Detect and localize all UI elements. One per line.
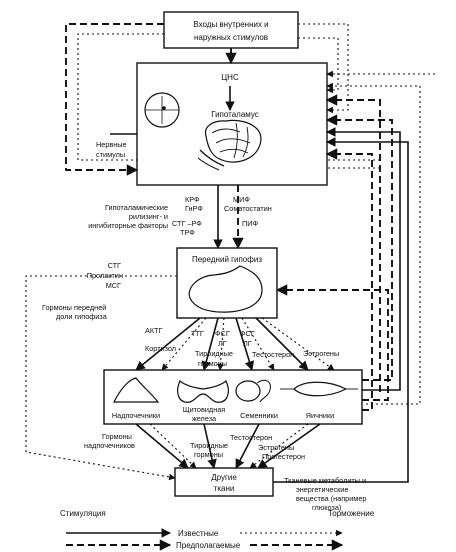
svg-text:гормоны: гормоны: [198, 359, 227, 368]
connectors: [25, 23, 435, 483]
svg-text:Гормоны передней: Гормоны передней: [42, 303, 106, 312]
stimuli-inputs-label-1: Входы внутренних и: [193, 20, 268, 29]
legend-stimulation-label: Стимуляция: [60, 509, 106, 518]
svg-text:МИФ: МИФ: [233, 195, 250, 204]
svg-text:Гипоталамические: Гипоталамические: [105, 203, 168, 212]
other-tissues-label-2: ткани: [214, 484, 235, 493]
svg-text:надпочечников: надпочечников: [84, 441, 135, 450]
cns-label: ЦНС: [221, 73, 239, 82]
target-glands-box: Надпочечники Щитовидная железа Семенники…: [103, 369, 363, 425]
inhibiting-factors-list: МИФ Соматостатин ПИФ: [224, 195, 272, 228]
hypothalamic-factors-label: Гипоталамические рилизинг- и ингибиторны…: [88, 203, 168, 230]
svg-text:АКТГ: АКТГ: [145, 326, 163, 335]
other-tissues-label-1: Другие: [211, 473, 237, 482]
pituitary-hormones-list: СТГ Пролактин МСГ Гормоны передней доли …: [42, 261, 123, 321]
svg-text:ингибиторные факторы: ингибиторные факторы: [88, 221, 168, 230]
releasing-factors-list: КРФ ГнРФ СТГ –РФ ТРФ: [172, 195, 203, 237]
svg-text:Кортизол: Кортизол: [145, 344, 176, 353]
adrenal-gland-icon: [113, 377, 160, 403]
other-tissues-box: Другие ткани: [174, 467, 274, 497]
neuron-icon: [144, 92, 180, 128]
cns-box: ЦНС Гипоталамус Нервные стимулы: [96, 62, 328, 186]
legend-presumed-label: Предполагаемые: [176, 541, 241, 550]
svg-text:МСГ: МСГ: [106, 281, 121, 290]
svg-text:ГнРФ: ГнРФ: [185, 204, 203, 213]
hypothalamus-label: Гипоталамус: [211, 110, 259, 119]
legend-inhibition-label: Торможение: [328, 509, 375, 518]
ovary-icon: [280, 381, 358, 397]
legend: Стимуляция Торможение Известные Предпола…: [60, 509, 375, 551]
svg-text:СТГ –РФ: СТГ –РФ: [172, 219, 202, 228]
testes-label: Семенники: [240, 411, 278, 420]
stimuli-inputs-label-2: наружных стимулов: [194, 33, 268, 42]
legend-known-label: Известные: [178, 529, 219, 538]
svg-text:гормоны: гормоны: [194, 450, 223, 459]
svg-text:ПИФ: ПИФ: [242, 219, 258, 228]
svg-text:рилизинг- и: рилизинг- и: [129, 212, 168, 221]
hypothalamus-illustration-icon: [197, 119, 262, 171]
testis-icon: [235, 379, 271, 403]
svg-text:ЛГ: ЛГ: [243, 339, 252, 348]
anterior-pituitary-box: Передний гипофиз: [176, 247, 278, 319]
nerve-stimuli-label-1: Нервные: [96, 140, 127, 149]
svg-text:Тироидные: Тироидные: [195, 349, 233, 358]
svg-text:вещества (например: вещества (например: [296, 494, 366, 503]
svg-text:Эстрогены: Эстрогены: [303, 349, 339, 358]
thyroid-label-1: Щитовидная: [183, 405, 226, 414]
svg-text:КРФ: КРФ: [185, 195, 200, 204]
legend-presumed-row: Предполагаемые: [66, 539, 344, 551]
gland-hormones-labels: Кортизол Тироидные гормоны Тестостерон Э…: [145, 344, 339, 368]
svg-text:Прогестерон: Прогестерон: [262, 452, 305, 461]
svg-text:Соматостатин: Соматостатин: [224, 204, 272, 213]
svg-text:ФСГ: ФСГ: [240, 329, 255, 338]
svg-text:Тканевые метаболиты и: Тканевые метаболиты и: [284, 476, 366, 485]
stimuli-inputs-box: Входы внутренних и наружных стимулов: [163, 11, 299, 49]
svg-text:СТГ: СТГ: [108, 261, 121, 270]
ovaries-label: Яичники: [306, 411, 335, 420]
pituitary-gland-icon: [188, 265, 263, 313]
thyroid-label-2: железа: [192, 414, 217, 423]
anterior-pituitary-label: Передний гипофиз: [192, 255, 262, 264]
nerve-stimuli-label-2: стимулы: [96, 150, 125, 159]
svg-text:доли гипофиза: доли гипофиза: [56, 312, 108, 321]
svg-text:ТРФ: ТРФ: [180, 228, 195, 237]
svg-text:Эстрогены: Эстрогены: [258, 443, 294, 452]
svg-text:глюкоза): глюкоза): [312, 503, 341, 512]
adrenal-label: Надпочечники: [112, 411, 160, 420]
svg-text:ТТГ: ТТГ: [191, 329, 204, 338]
legend-known-row: Известные: [66, 528, 343, 538]
svg-text:Пролактин: Пролактин: [87, 271, 123, 280]
svg-text:энергетические: энергетические: [296, 485, 348, 494]
thyroid-gland-icon: [177, 380, 229, 403]
svg-text:Гормоны: Гормоны: [102, 432, 132, 441]
svg-text:Тестостерон: Тестостерон: [252, 350, 294, 359]
